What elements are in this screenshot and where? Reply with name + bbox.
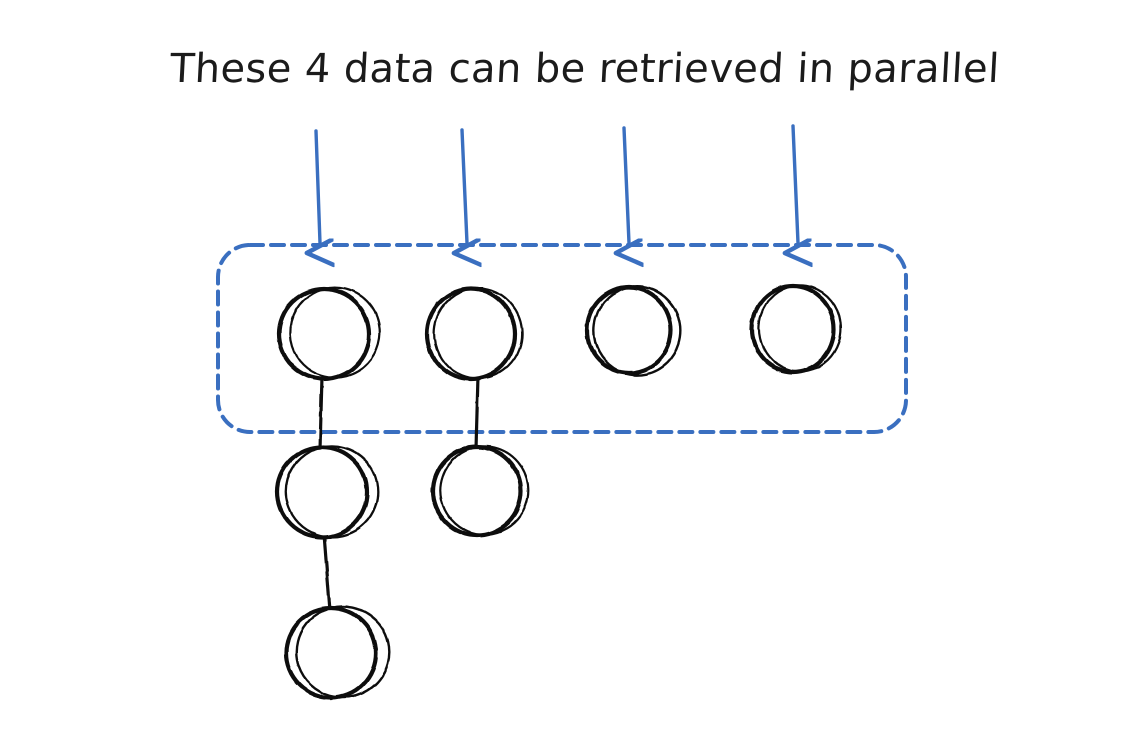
edge-n2-n6 [474,374,480,451]
parallel-group-box [216,243,908,434]
edge-n1-n5 [318,374,324,452]
node-row2-col2[interactable] [430,444,530,538]
arrow-3-icon [624,126,629,243]
node-row1-col3[interactable] [584,284,683,377]
node-row3-col1[interactable] [283,605,391,701]
edge-group [318,374,480,613]
arrow-2-icon [462,128,467,243]
node-row1-col2[interactable] [424,286,524,382]
node-group [274,283,843,701]
node-row1-col4[interactable] [749,283,843,375]
edge-n5-n7 [322,532,332,613]
arrow-group [316,124,798,243]
node-row1-col1[interactable] [276,286,381,382]
node-row2-col1[interactable] [274,444,379,540]
arrow-1-icon [316,129,320,243]
arrow-4-icon [793,124,798,243]
